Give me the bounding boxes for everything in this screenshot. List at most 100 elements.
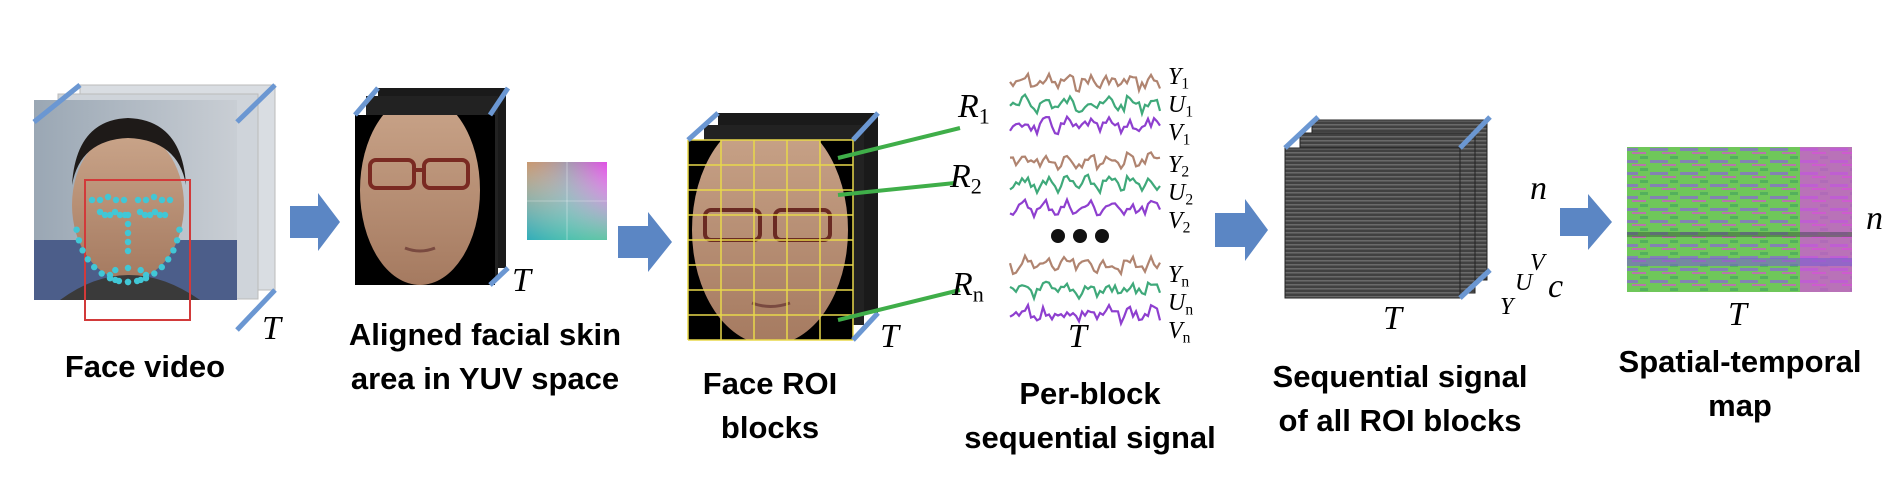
cube-edge-top-left [32,83,82,124]
landmark-point [120,196,128,204]
facial-landmarks [73,193,183,286]
signal-trace [1009,302,1162,327]
roi-connector-r1 [837,126,961,160]
landmark-point [124,278,132,286]
landmark-point [142,196,150,204]
landmark-point [88,196,96,204]
caption-line: Aligned facial skin [348,317,622,352]
landmark-point [158,196,166,204]
landmark-point [156,211,164,219]
time-axis-label: T [1728,296,1747,333]
landmark-point [112,276,119,284]
roi-letter: R [950,158,971,195]
landmark-point [124,220,132,228]
landmark-point [106,271,114,279]
channel-index: 1 [1182,131,1191,149]
landmark-point [136,208,144,216]
channel-letter: Y [1168,262,1182,288]
caption-line: Spatial-temporal [1618,344,1862,379]
cube-edge-top-right [1458,115,1492,150]
caption-line: of all ROI blocks [1278,403,1522,438]
sequential-signal-stack [1283,115,1492,300]
cube-edge-top-left [686,111,720,142]
caption-line: blocks [720,410,820,445]
cube-edge-bottom-right [851,311,880,342]
channel-letter: Y [1168,152,1182,178]
roi-grid [687,139,854,341]
roi-connector-r2 [837,181,956,197]
channel-index: 2 [1185,191,1194,209]
landmark-point [176,226,183,233]
caption-line: Per-block [1019,376,1161,411]
cube-edge-top-right [487,86,511,117]
landmark-point [75,237,83,244]
roi-letter: R [958,88,979,125]
label-y2: Y2 [1168,152,1189,182]
time-axis-label: T [1383,300,1402,337]
label-un: Un [1168,290,1193,320]
cube-edge-top-right [851,111,880,142]
landmark-point [165,256,172,263]
cube-edge-top-right [235,83,277,124]
channel-letter: Y [1168,64,1182,90]
caption-face-video: Face video [64,349,226,384]
yuv-color-space-swatch [527,162,607,240]
cube-edge-top-left [1283,115,1320,150]
cube-edge-bottom-right [235,288,277,332]
face-video-stack [32,83,277,332]
landmark-point [73,226,80,233]
channel-letter: U [1168,92,1186,118]
cube-edge-bottom-right [1458,268,1492,300]
caption-line: Sequential signal [1272,359,1528,394]
ellipsis-dots [1051,229,1109,243]
landmark-point [170,247,177,254]
channel-index: n [1185,301,1194,319]
roi-connector-rn [837,288,961,322]
caption-line: Face ROI [702,366,838,401]
label-u2: U2 [1168,180,1193,210]
signal-trace [1009,173,1161,196]
signal-trace [1009,196,1161,220]
flow-arrow-2 [618,212,672,272]
roi-frame-front [688,140,853,340]
landmark-point [137,266,144,274]
landmark-point [96,196,104,204]
channel-index: 1 [1185,103,1194,121]
landmark-point [104,193,112,201]
caption-sequential: Sequential signal of all ROI blocks [1250,355,1550,443]
landmark-point [161,211,169,219]
landmark-point [112,196,120,204]
landmark-point [124,211,132,219]
landmark-point [98,270,105,277]
landmark-point [151,208,159,216]
roi-index: 2 [970,173,982,199]
label-u1: U1 [1168,92,1193,122]
flow-arrow-3 [1215,199,1268,261]
caption-per-block: Per-block sequential signal [940,372,1240,460]
time-axis-label: T [1068,318,1087,355]
channel-index: 2 [1181,163,1190,181]
roi-label-rn: Rn [952,266,984,308]
label-v1: V1 [1168,120,1190,150]
landmark-point [84,256,92,263]
caption-aligned-skin: Aligned facial skin area in YUV space [325,313,645,401]
landmark-point [111,208,119,216]
landmark-point [116,211,124,219]
flow-arrow-1 [290,193,340,251]
landmark-point [106,211,114,219]
caption-spatial-temporal: Spatial-temporal map [1600,340,1880,428]
channel-index: 1 [1181,75,1190,93]
signal-trace [1009,150,1161,172]
per-block-signals [1008,71,1162,327]
channel-letter: V [1168,208,1183,234]
signal-trace [1009,92,1162,118]
roi-label-r2: R2 [950,158,982,200]
landmark-point [151,270,158,277]
landmark-point [141,211,149,219]
caption-line: area in YUV space [350,361,620,396]
dimension-c-label: c [1548,268,1564,305]
landmark-point [96,208,104,216]
landmark-point [137,276,144,284]
landmark-point [134,196,142,204]
